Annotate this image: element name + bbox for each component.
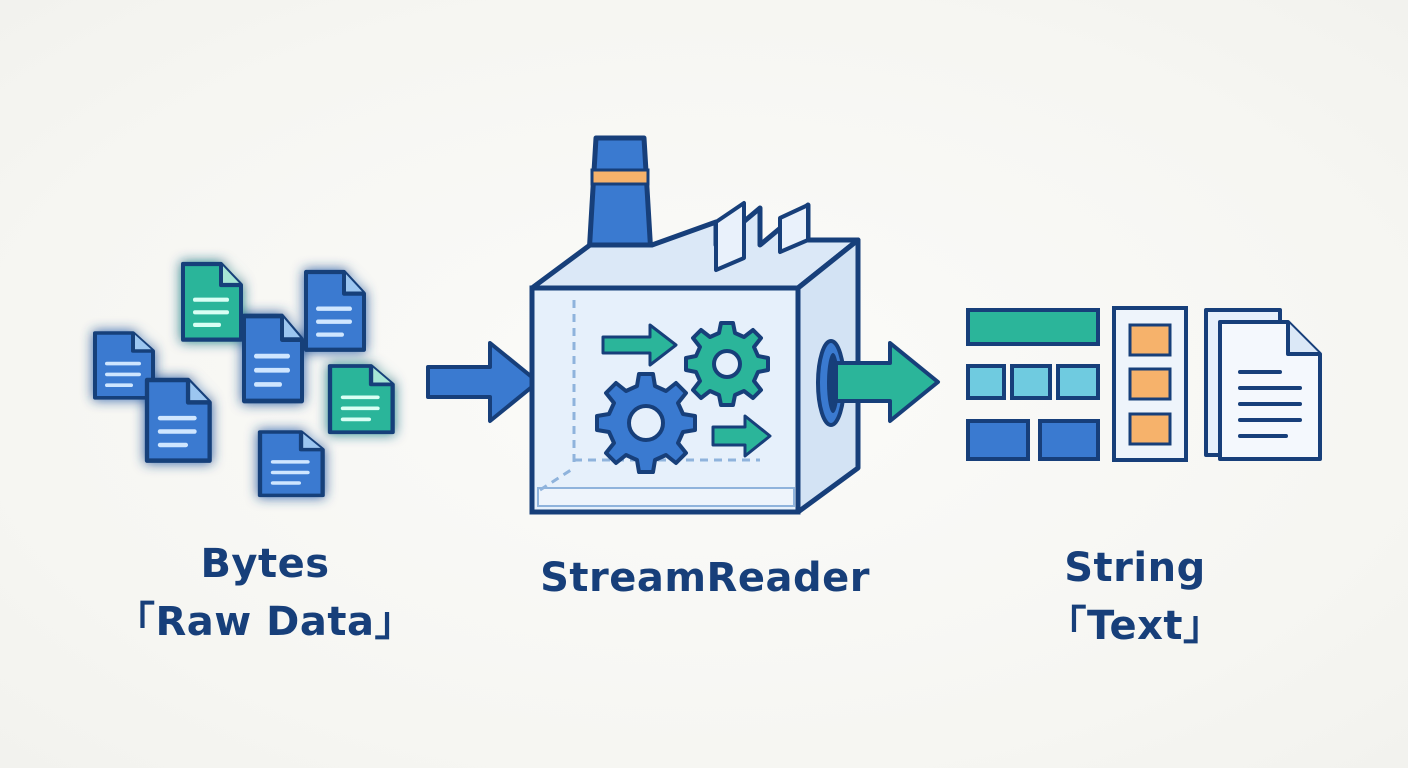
bytes-subtitle: 「Raw Data」 <box>115 599 415 645</box>
streamreader-title: StreamReader <box>540 555 870 601</box>
gear-icon <box>595 372 697 474</box>
output-arrow-icon <box>834 341 940 423</box>
file-icon <box>147 380 210 461</box>
file-icon <box>244 316 302 401</box>
string-subtitle: 「Text」 <box>1046 603 1224 649</box>
teal-arrow-icon <box>711 414 772 458</box>
file-icon <box>306 272 364 350</box>
file-icon <box>183 264 241 340</box>
byte-files-icon <box>93 264 393 495</box>
file-icon <box>330 366 393 432</box>
file-icon <box>93 331 155 400</box>
bytes-title: Bytes <box>200 541 330 587</box>
file-icon <box>260 432 323 495</box>
gear-icon <box>684 321 770 407</box>
list-column-icon <box>1112 306 1188 462</box>
input-arrow-icon <box>426 341 540 423</box>
bytes-caption: Bytes 「Raw Data」 <box>115 535 415 651</box>
string-title: String <box>1064 545 1206 591</box>
streamreader-caption: StreamReader <box>500 549 910 607</box>
table-icon <box>966 308 1100 461</box>
document-icon <box>1204 308 1322 461</box>
factory-gears-icon <box>529 135 861 515</box>
string-caption: String 「Text」 <box>985 539 1285 655</box>
teal-arrow-icon <box>601 323 678 367</box>
